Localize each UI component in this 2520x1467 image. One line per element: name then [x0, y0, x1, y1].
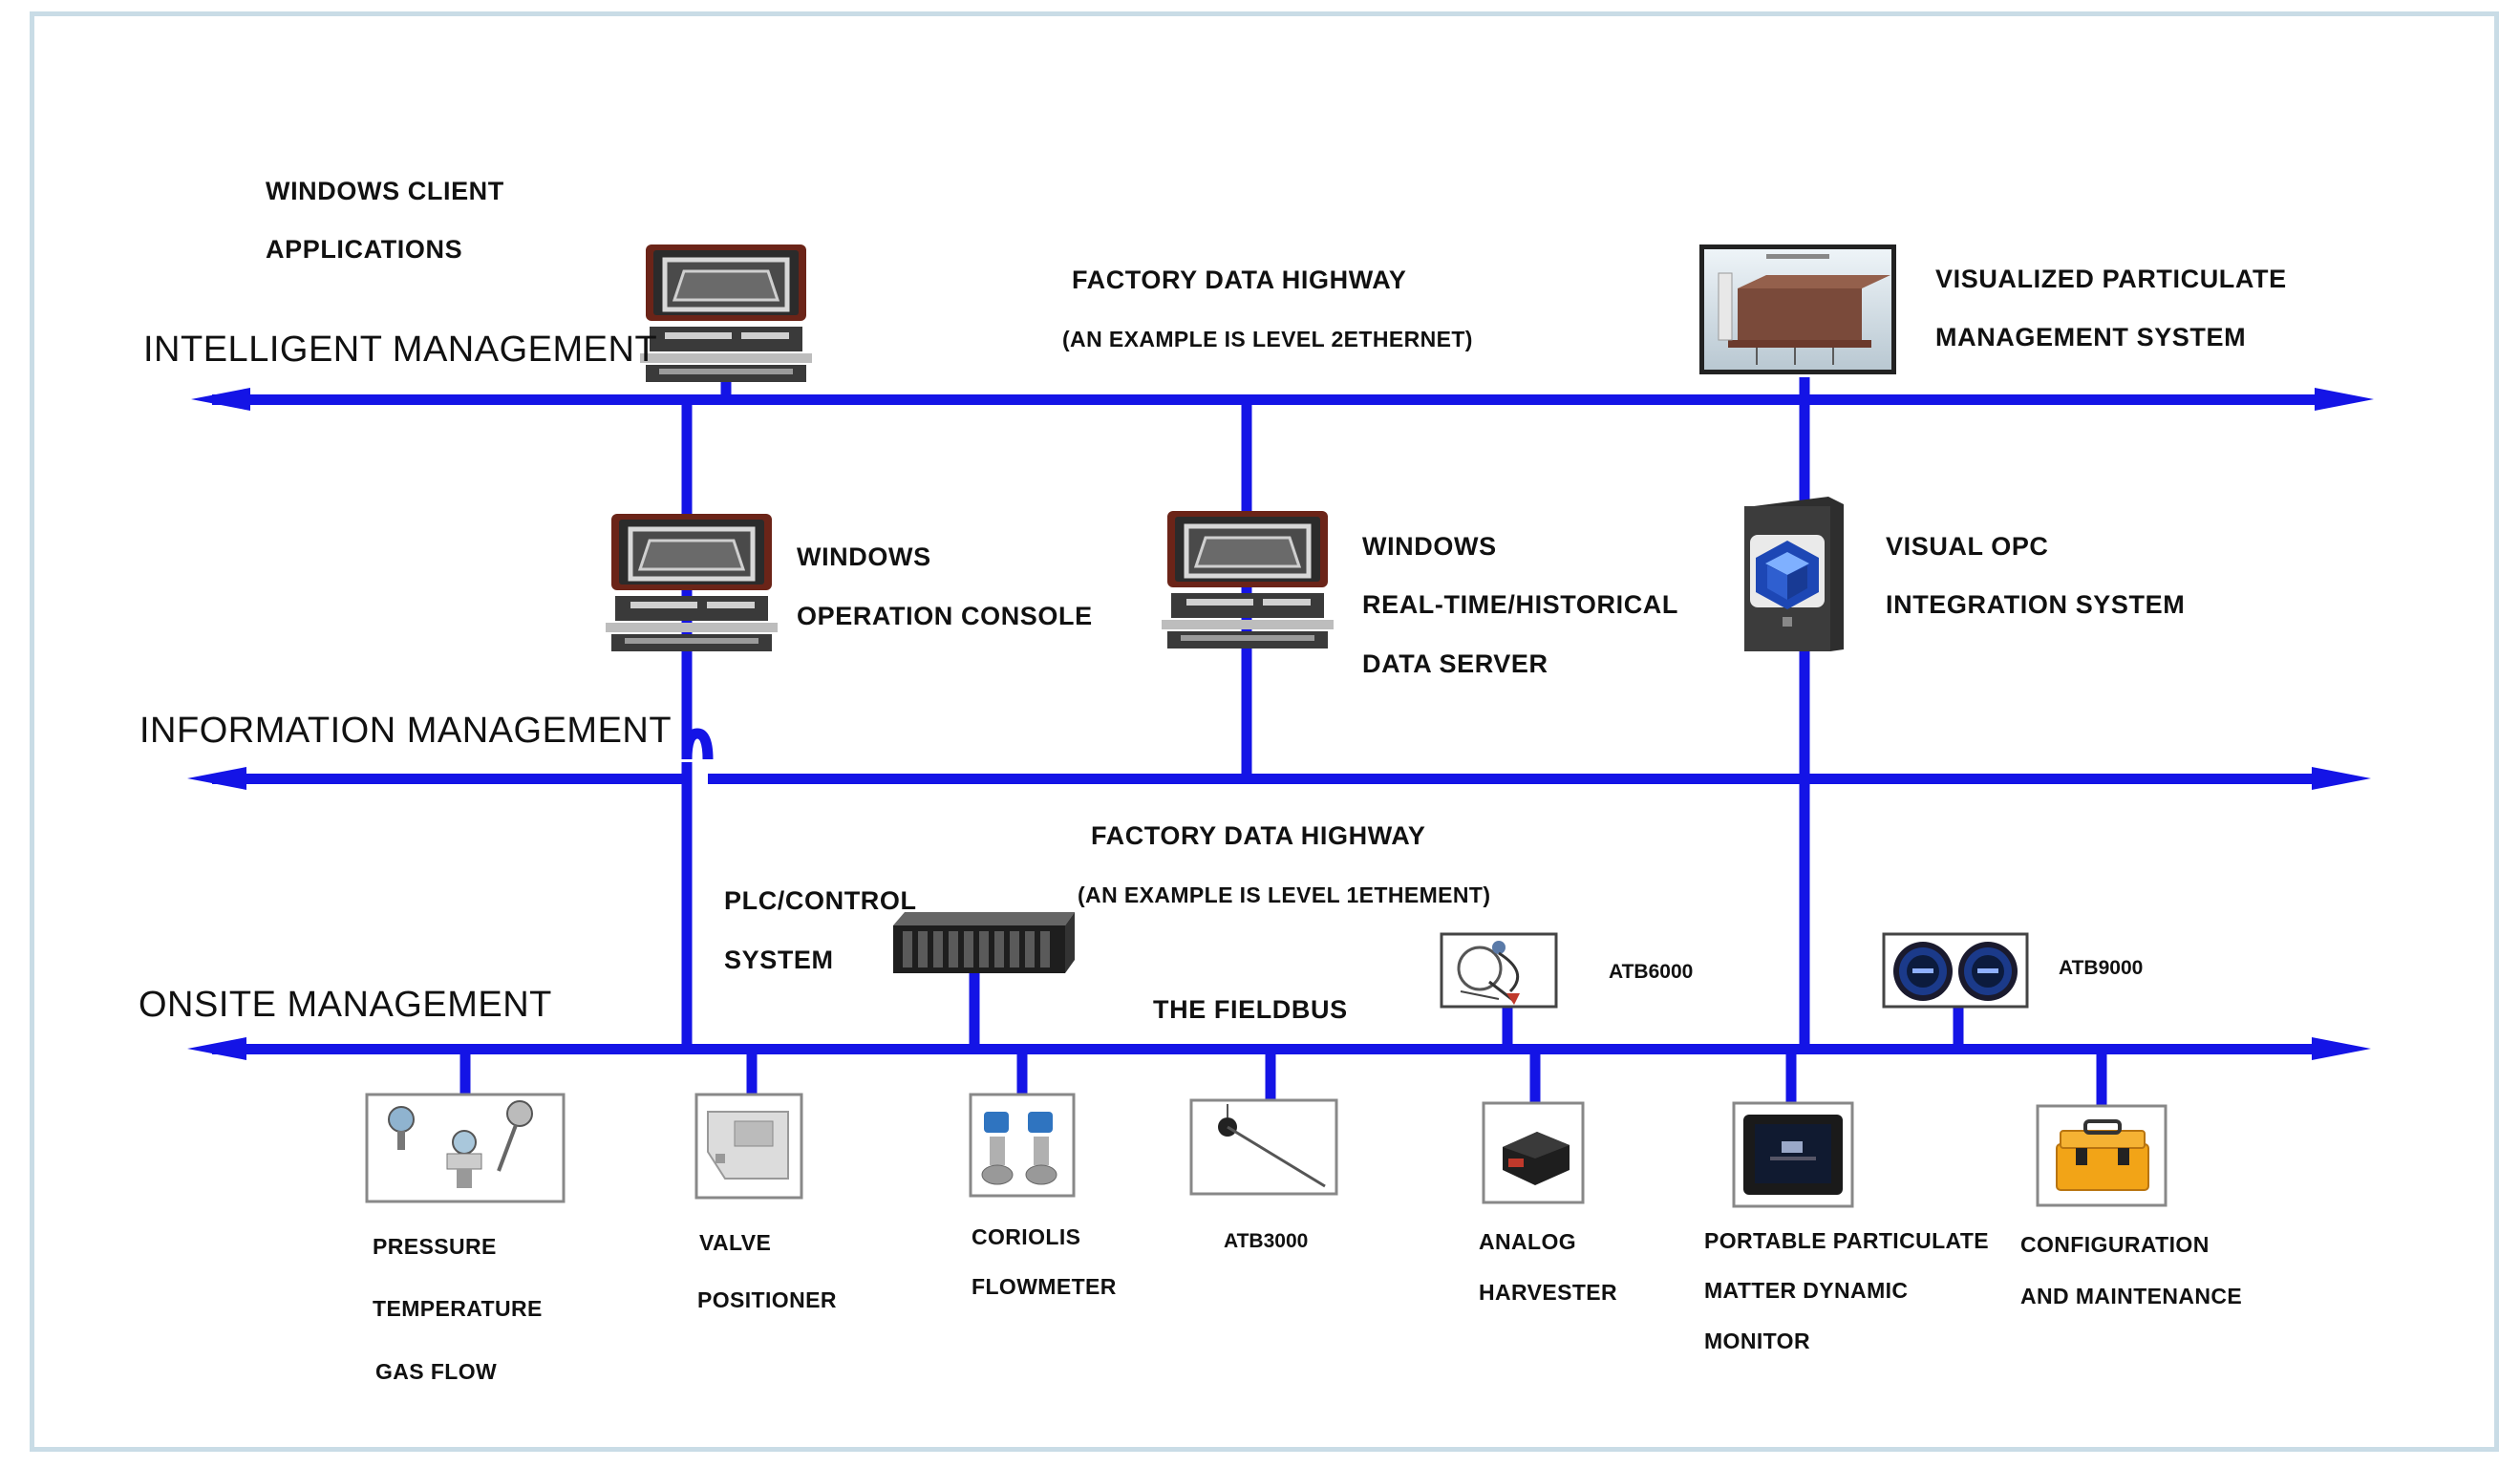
analog-label: ANALOG: [1479, 1229, 1577, 1254]
pressure-label: PRESSURE: [373, 1234, 497, 1259]
tablet-monitor-icon: [1732, 1101, 1854, 1208]
valve-label: VALVE: [699, 1230, 772, 1255]
gauge-pair-icon: [1882, 932, 2029, 1009]
portable-label: MATTER DYNAMIC: [1704, 1278, 1909, 1303]
valve-label: POSITIONER: [697, 1287, 837, 1312]
config-label: AND MAINTENANCE: [2020, 1284, 2243, 1308]
computer-icon: [640, 244, 812, 382]
probe-icon: [1440, 932, 1558, 1009]
visualized-label: VISUALIZED PARTICULATE: [1935, 265, 2287, 293]
tier-label-intelligent: INTELLIGENT MANAGEMENT: [143, 330, 658, 370]
atb6000-label: ATB6000: [1609, 961, 1694, 983]
coriolis-flowmeter-icon: [969, 1093, 1076, 1198]
server-label: WINDOWS: [1362, 532, 1497, 561]
server-label: REAL-TIME/HISTORICAL: [1362, 590, 1678, 619]
plc-rack-icon: [893, 912, 1075, 973]
valve-positioner-icon: [694, 1093, 803, 1200]
plc-label: PLC/CONTROL: [724, 886, 917, 915]
atb3000-label: ATB3000: [1224, 1230, 1309, 1252]
diagram-border: [30, 11, 2499, 1452]
harvester-box-icon: [1482, 1101, 1585, 1204]
client-label: APPLICATIONS: [266, 235, 463, 264]
pressure-label: TEMPERATURE: [373, 1296, 543, 1321]
probe-icon: [1189, 1098, 1338, 1196]
visualized-label: MANAGEMENT SYSTEM: [1935, 323, 2247, 351]
portable-label: PORTABLE PARTICULATE: [1704, 1228, 1990, 1253]
bus-lines: [187, 388, 2374, 1060]
pressure-label: GAS FLOW: [375, 1359, 498, 1384]
config-label: CONFIGURATION: [2020, 1232, 2210, 1257]
pressure-sensor-icon: [365, 1093, 566, 1203]
highway-sublabel: (AN EXAMPLE IS LEVEL 2ETHERNET): [1062, 327, 1473, 351]
opc-label: VISUAL OPC: [1886, 532, 2049, 561]
tier-label-information: INFORMATION MANAGEMENT: [139, 711, 673, 751]
toolbox-icon: [2036, 1104, 2168, 1207]
atb9000-label: ATB9000: [2059, 957, 2144, 979]
highway-label: FACTORY DATA HIGHWAY: [1091, 821, 1426, 850]
opc-label: INTEGRATION SYSTEM: [1886, 590, 2186, 619]
computer-icon: [1162, 511, 1334, 648]
monitor-screen-icon: [1699, 244, 1896, 374]
highway-sublabel: (AN EXAMPLE IS LEVEL 1ETHEMENT): [1078, 882, 1491, 907]
plc-label: SYSTEM: [724, 946, 834, 974]
console-label: WINDOWS: [797, 542, 931, 571]
console-label: OPERATION CONSOLE: [797, 602, 1093, 630]
server-label: DATA SERVER: [1362, 649, 1548, 678]
portable-label: MONITOR: [1704, 1329, 1810, 1353]
analog-label: HARVESTER: [1479, 1280, 1618, 1305]
coriolis-label: CORIOLIS: [972, 1224, 1081, 1249]
highway-label: FACTORY DATA HIGHWAY: [1072, 266, 1407, 294]
fieldbus-label: THE FIELDBUS: [1153, 995, 1348, 1024]
server-tower-icon: [1744, 497, 1844, 651]
coriolis-label: FLOWMETER: [972, 1274, 1117, 1299]
computer-icon: [606, 514, 778, 651]
tier-label-onsite: ONSITE MANAGEMENT: [139, 985, 552, 1025]
client-label: WINDOWS CLIENT: [266, 177, 504, 205]
